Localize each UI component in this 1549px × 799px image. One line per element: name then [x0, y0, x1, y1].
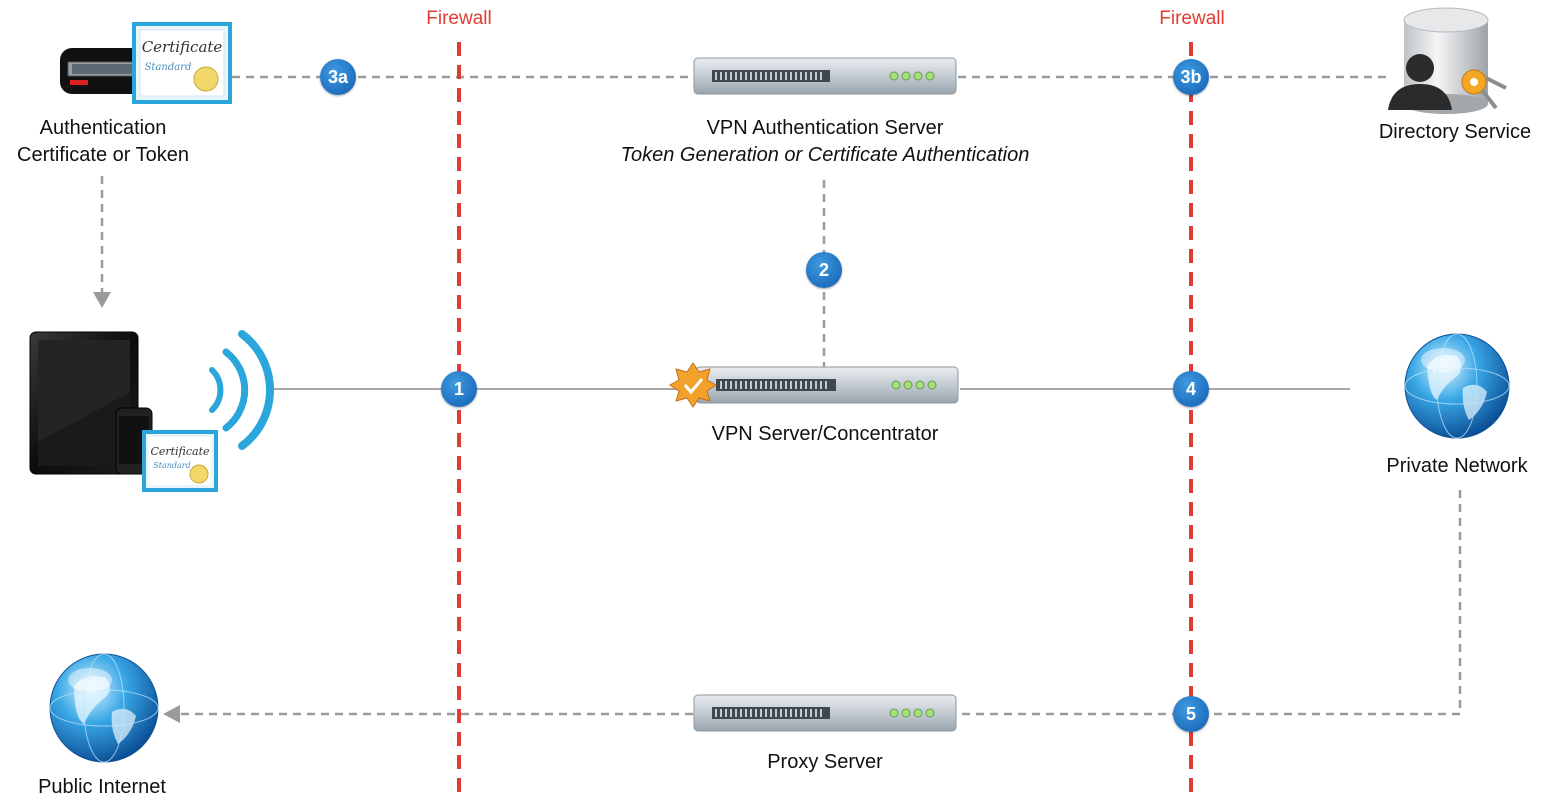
- certificate-title: Certificate: [142, 38, 223, 56]
- tablet-icon: [29, 331, 139, 475]
- arrow-down-icon: [93, 292, 111, 308]
- vpn-concentrator-icon: [695, 366, 959, 404]
- directory-service-label: Directory Service: [1378, 121, 1532, 143]
- step-badge-1: 1: [441, 371, 477, 407]
- arrow-left-icon: [163, 705, 180, 723]
- firewall-label-left: Firewall: [426, 8, 492, 29]
- auth-token-label-line2: Certificate or Token: [17, 144, 189, 166]
- public-internet-label: Public Internet: [38, 776, 166, 798]
- device-certificate-icon: [142, 430, 218, 492]
- device-certificate-subtitle: Standard: [153, 461, 190, 470]
- proxy-server-label: Proxy Server: [767, 751, 883, 773]
- directory-service-icon: [1388, 7, 1507, 114]
- step-badge-2: 2: [806, 252, 842, 288]
- step-badge-3b: 3b: [1173, 59, 1209, 95]
- device-certificate-title: Certificate: [150, 445, 210, 458]
- proxy-server-icon: [693, 694, 957, 732]
- verified-seal-icon: [669, 362, 717, 408]
- public-internet-globe-icon: [49, 653, 159, 763]
- step-badge-5: 5: [1173, 696, 1209, 732]
- firewall-label-right: Firewall: [1159, 8, 1225, 29]
- private-network-globe-icon: [1404, 333, 1510, 439]
- auth-server-icon: [693, 57, 957, 95]
- auth-token-label-line1: Authentication: [39, 117, 167, 139]
- auth-server-title: VPN Authentication Server: [706, 117, 944, 139]
- private-network-label: Private Network: [1386, 455, 1528, 477]
- certificate-icon: [132, 22, 232, 104]
- token-icon: [60, 48, 150, 94]
- certificate-subtitle: Standard: [145, 62, 192, 73]
- step-badge-3a: 3a: [320, 59, 356, 95]
- wireless-signal-icon: [209, 330, 274, 450]
- auth-server-subtitle: Token Generation or Certificate Authenti…: [620, 144, 1030, 166]
- step-badge-4: 4: [1173, 371, 1209, 407]
- vpn-concentrator-label: VPN Server/Concentrator: [711, 423, 939, 445]
